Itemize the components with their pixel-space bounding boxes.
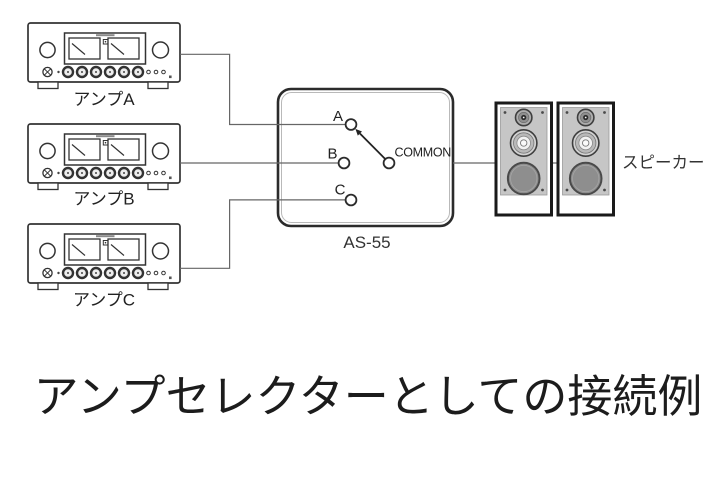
- amplifier-c-label: アンプC: [73, 291, 135, 310]
- selector-terminals: [337, 118, 396, 207]
- terminal-b-label: B: [327, 146, 337, 163]
- terminal-a-label: A: [333, 108, 343, 125]
- terminal-b: [337, 156, 351, 170]
- switch-arm-arrow: [355, 128, 386, 160]
- diagram-caption: アンプセレクターとしての接続例: [34, 371, 703, 422]
- arrowhead: [355, 128, 362, 136]
- amplifier-b: [26, 122, 182, 191]
- selector-box: [276, 87, 455, 228]
- speaker-left: [494, 101, 553, 217]
- amplifier-a-label: アンプA: [73, 90, 135, 109]
- selector-box-outline: [276, 87, 455, 228]
- selector-model-label: AS-55: [343, 233, 390, 252]
- terminal-common: [382, 156, 396, 170]
- terminal-a: [344, 118, 358, 131]
- terminal-c-label: C: [335, 182, 346, 199]
- wire-amp-c-to-terminal-c: [180, 199, 346, 269]
- amplifier-b-label: アンプB: [73, 190, 134, 209]
- terminal-c: [344, 193, 358, 207]
- amplifier-a: [26, 21, 182, 90]
- speakers-label: スピーカー: [622, 154, 705, 172]
- selector-box-inner-line: [281, 92, 450, 223]
- amplifier-c: [26, 222, 182, 291]
- wiring: [180, 53, 558, 269]
- wire-amp-a-to-terminal-a: [180, 53, 346, 126]
- common-terminal-label: COMMON: [395, 146, 452, 160]
- speaker-right: [556, 101, 615, 217]
